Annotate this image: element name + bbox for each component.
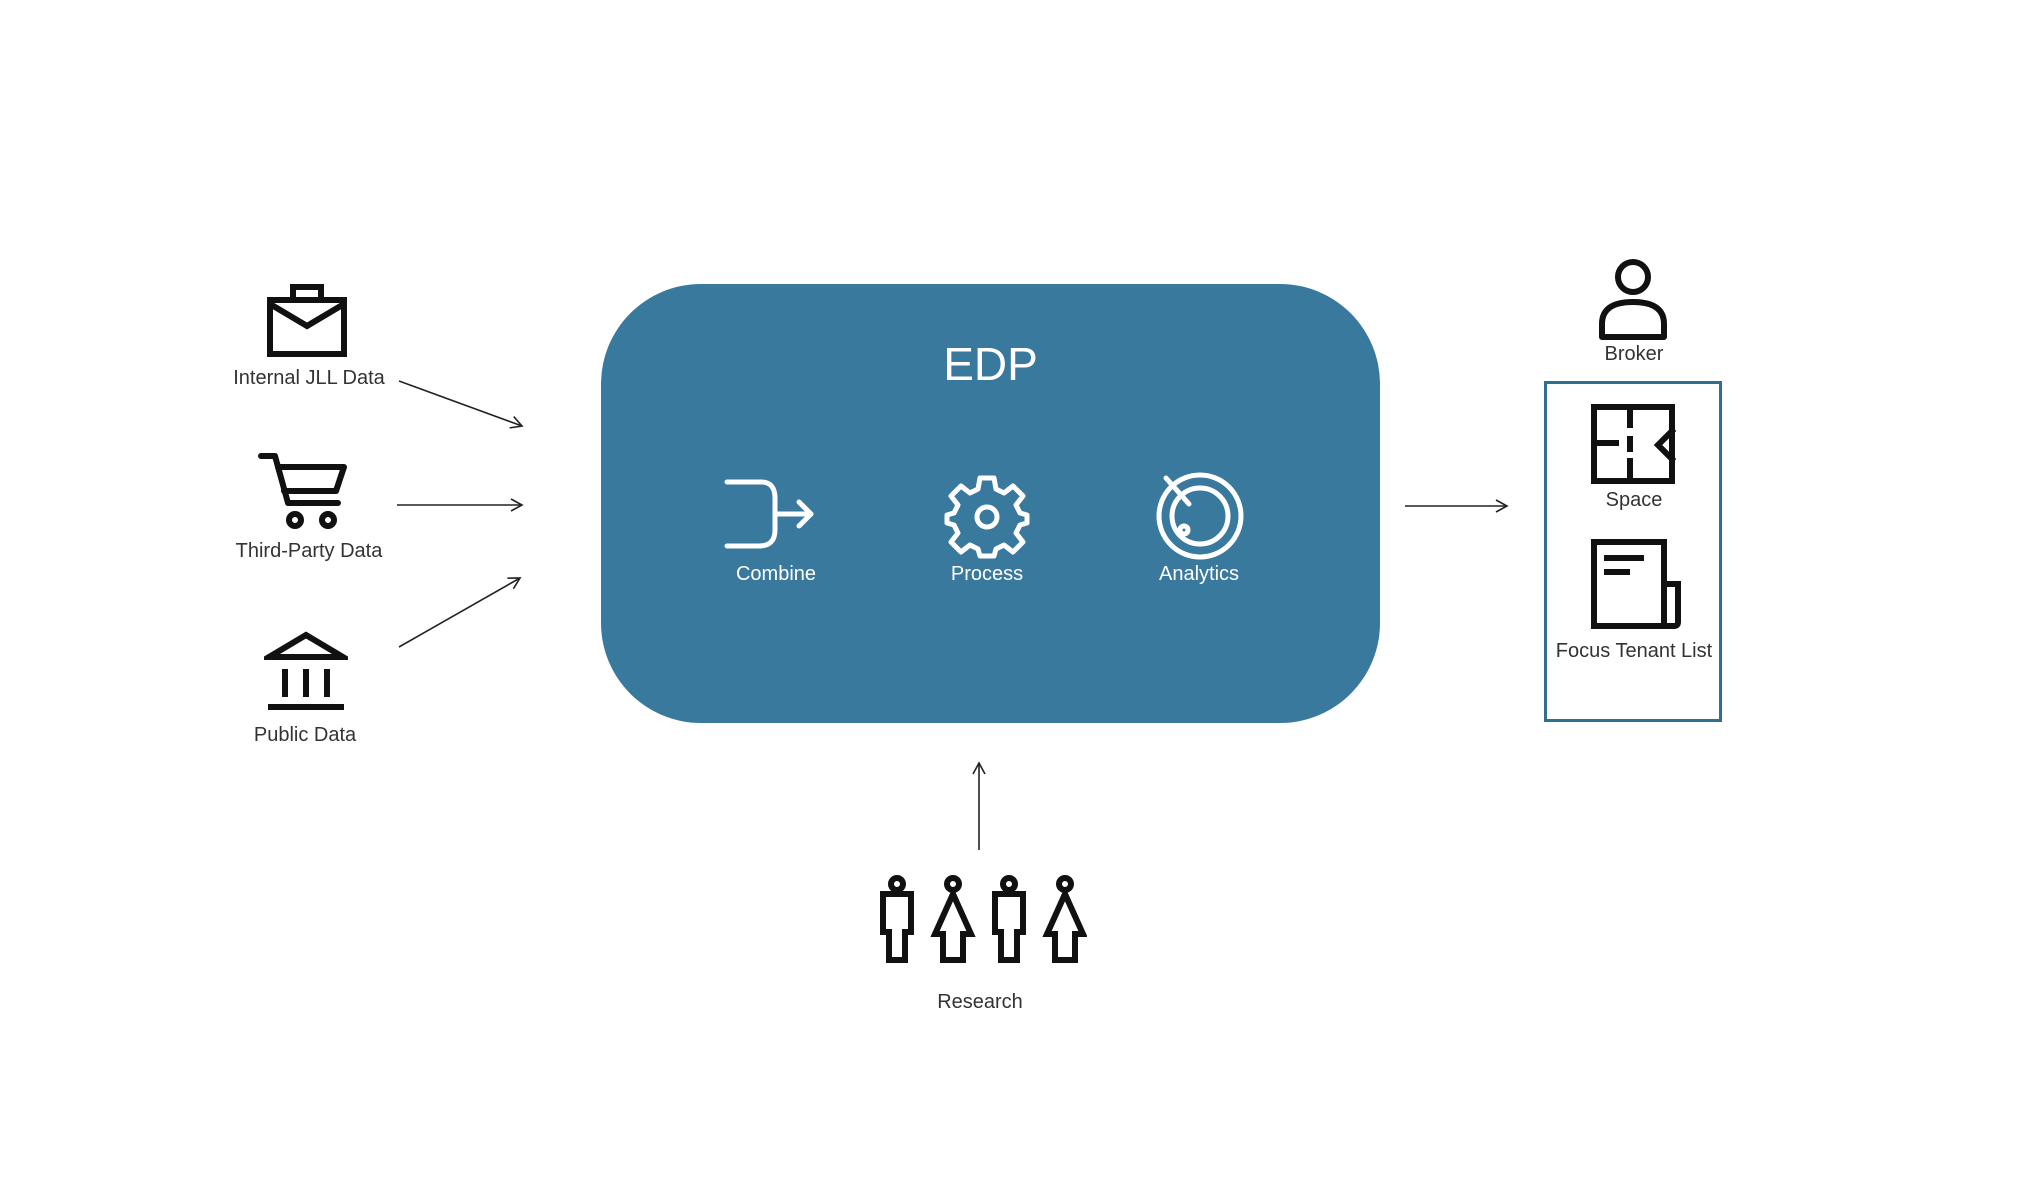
briefcase-icon — [267, 284, 347, 357]
arrow-internal-to-edp — [398, 380, 524, 429]
edp-platform-box: EDP Combine Process Analytics — [601, 284, 1380, 723]
step-label-analytics: Analytics — [1158, 563, 1240, 585]
output-label-space: Space — [1605, 489, 1663, 511]
floor-plan-icon — [1591, 404, 1676, 484]
broker-outputs-box — [1544, 381, 1722, 722]
bank-building-icon — [264, 631, 348, 710]
document-list-icon — [1591, 539, 1681, 629]
broker-label: Broker — [1604, 343, 1664, 365]
output-label-focus-tenant-list: Focus Tenant List — [1555, 640, 1713, 662]
step-label-combine: Combine — [735, 563, 817, 585]
person-icon — [1599, 259, 1667, 340]
shopping-cart-icon — [258, 453, 347, 529]
arrow-public-to-edp — [398, 577, 522, 648]
source-label-third-party: Third-Party Data — [235, 540, 383, 562]
step-label-process: Process — [950, 563, 1024, 585]
research-label: Research — [937, 991, 1023, 1013]
source-label-internal-jll: Internal JLL Data — [233, 367, 385, 389]
edp-title: EDP — [943, 338, 1038, 390]
people-group-icon — [880, 875, 1087, 963]
source-label-public: Public Data — [253, 724, 357, 746]
merge-arrow-icon — [724, 479, 814, 549]
radar-icon — [1156, 472, 1244, 560]
gear-icon — [944, 475, 1030, 559]
